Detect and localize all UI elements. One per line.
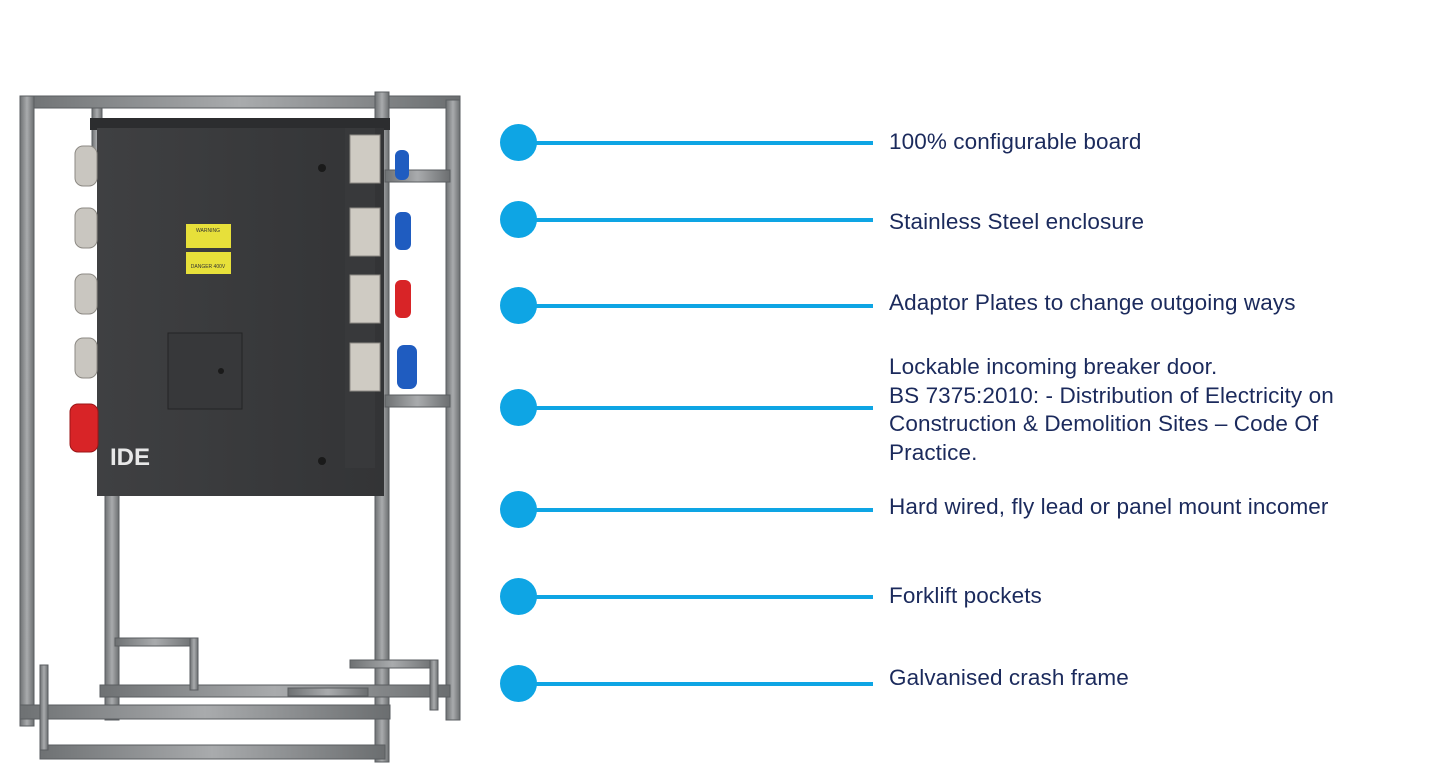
callout-crash-frame [500,665,880,703]
feature-line: Construction & Demolition Sites – Code O… [889,411,1319,436]
callout-line [520,508,873,512]
callout-line [520,218,873,222]
feature-line: Lockable incoming breaker door. [889,354,1218,379]
callout-breaker-door [500,389,880,427]
callout-line [520,141,873,145]
feature-label: Forklift pockets [889,583,1042,608]
danger-label: DANGER 400V [191,264,226,270]
callout-adaptor-plates [500,287,880,325]
crash-frame [19,91,461,763]
feature-label: Galvanised crash frame [889,665,1129,690]
callout-enclosure [500,201,880,239]
callout-line [520,406,873,410]
enclosure: WARNING DANGER 400V IDE [90,118,390,496]
feature-label: Hard wired, fly lead or panel mount inco… [889,494,1329,519]
feature-label-multiline: Lockable incoming breaker door. BS 7375:… [889,353,1334,467]
callout-line [520,682,873,686]
left-sockets [69,145,99,453]
feature-line: Practice. [889,439,978,465]
callout-forklift [500,578,880,616]
callout-configurable [500,124,880,162]
callout-incomer [500,491,880,529]
feature-label: 100% configurable board [889,129,1142,154]
callout-line [520,595,873,599]
feature-line: BS 7375:2010: - Distribution of Electric… [889,382,1334,408]
feature-label: Adaptor Plates to change outgoing ways [889,290,1296,315]
ide-logo: IDE [110,444,150,471]
feature-label: Stainless Steel enclosure [889,209,1145,234]
right-sockets [349,134,417,392]
callout-line [520,304,873,308]
distribution-board-image: WARNING DANGER 400V IDE [19,91,461,763]
warning-label: WARNING [196,228,220,234]
